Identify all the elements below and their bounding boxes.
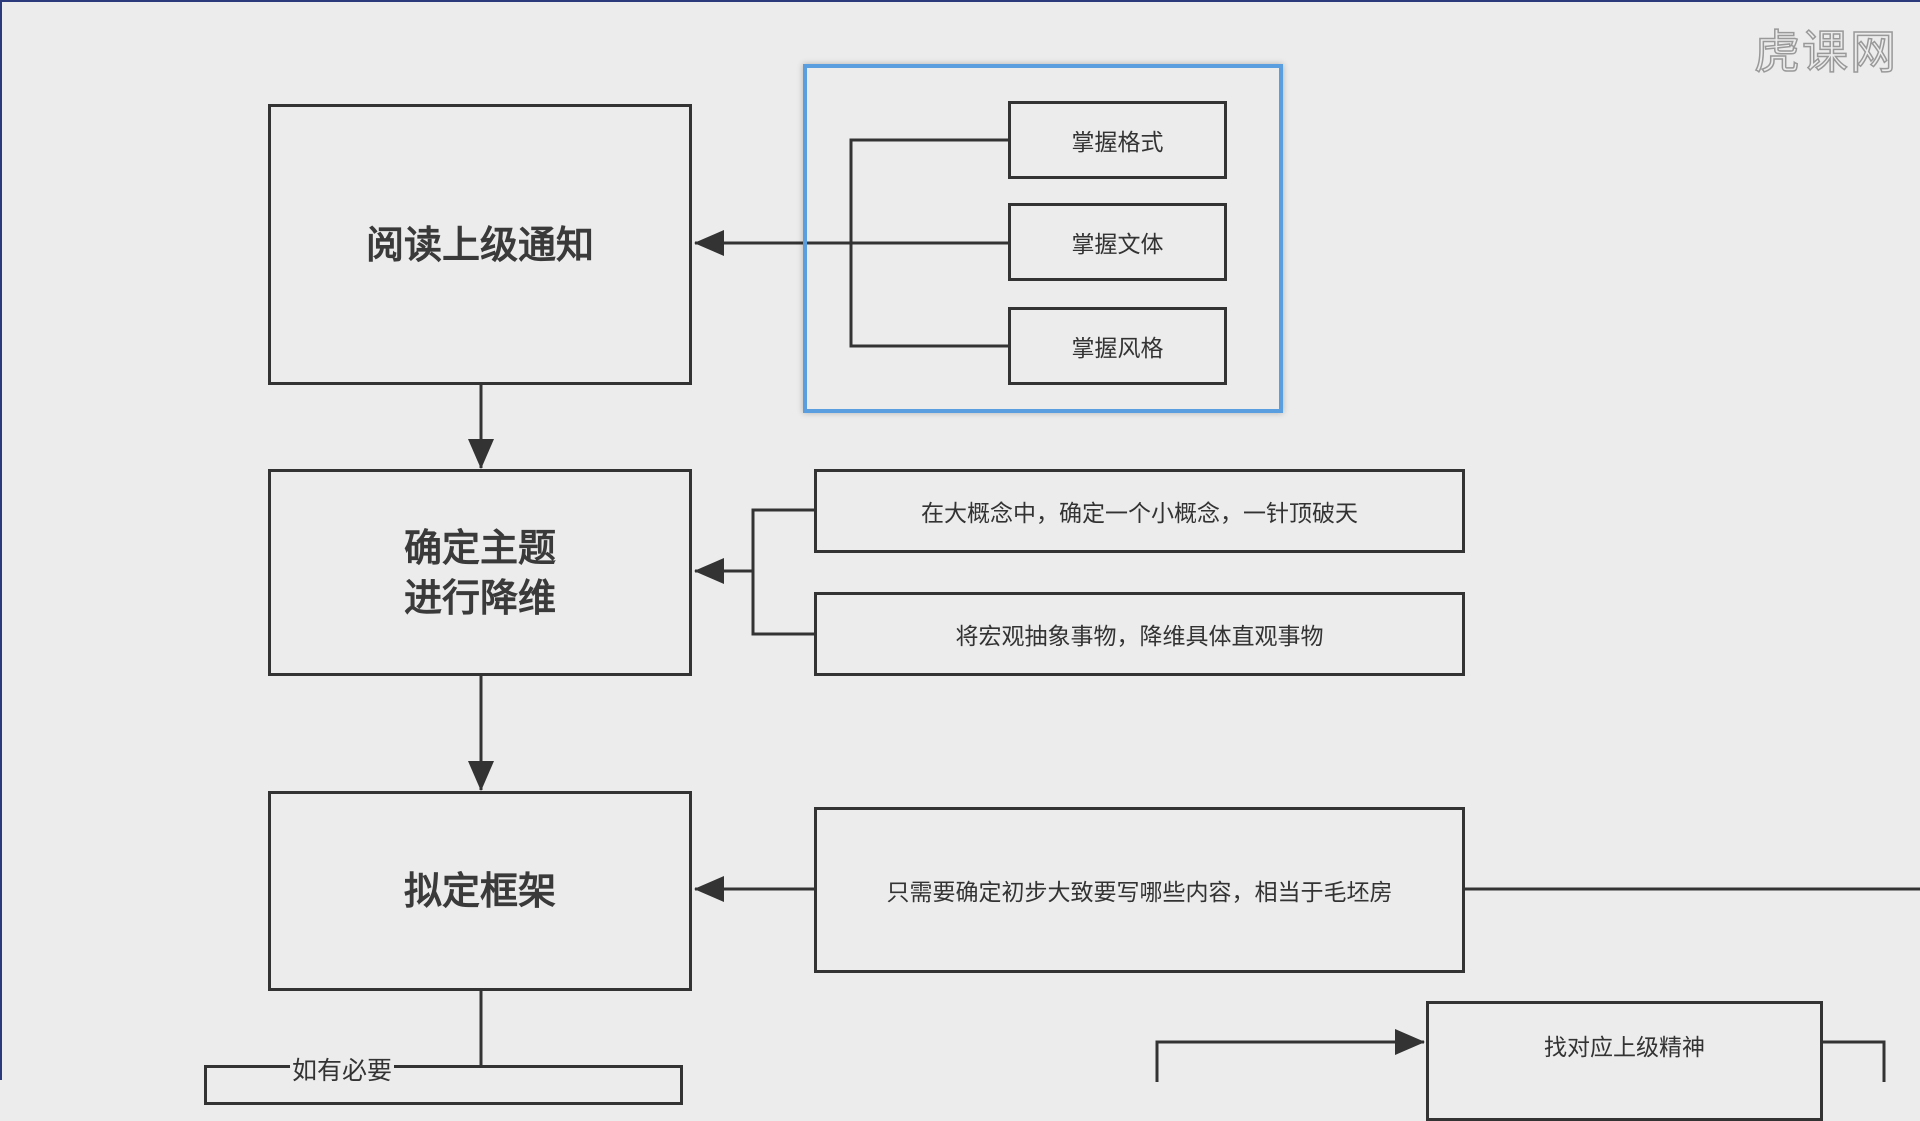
theme-note: 在大概念中，确定一个小概念，一针顶破天	[814, 469, 1465, 553]
step-read-notice: 阅读上级通知	[268, 104, 692, 385]
highlight-selection	[803, 64, 1283, 413]
branch-label: 如有必要	[290, 1051, 395, 1087]
connectors	[468, 138, 1920, 1082]
step-draft-framework: 拟定框架	[268, 791, 692, 991]
spirit-box: 找对应上级精神	[1426, 1001, 1823, 1121]
format-item: 掌握风格	[1008, 307, 1227, 385]
spirit-right-line	[1822, 1040, 1886, 1082]
format-item: 掌握文体	[1008, 203, 1227, 281]
watermark-logo: 虎课网	[1753, 24, 1898, 80]
arrow-to-spirit	[1155, 1029, 1425, 1082]
framework-note: 只需要确定初步大致要写哪些内容，相当于毛坯房	[814, 807, 1465, 973]
optional-box	[204, 1065, 683, 1105]
step-determine-theme: 确定主题 进行降维	[268, 469, 692, 676]
format-item: 掌握格式	[1008, 101, 1227, 179]
theme-bracket	[751, 508, 814, 636]
theme-note: 将宏观抽象事物，降维具体直观事物	[814, 592, 1465, 676]
